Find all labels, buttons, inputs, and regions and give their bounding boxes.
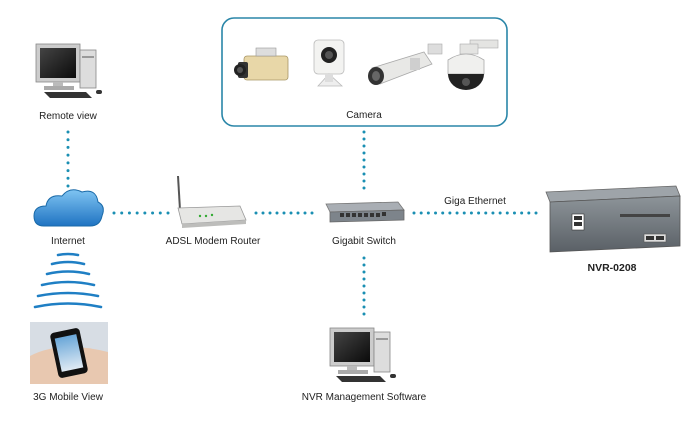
connector-dot [289, 211, 293, 215]
connector-dot [441, 211, 445, 215]
connector-dot [66, 153, 70, 157]
nvr-label: NVR-0208 [587, 262, 637, 274]
connector-dot [412, 211, 416, 215]
connector-dot [166, 211, 170, 215]
bullet-camera-icon [368, 43, 443, 85]
connector-dot [362, 158, 366, 162]
connector-dot [275, 211, 279, 215]
connector-dot [362, 151, 366, 155]
connector-dot [268, 211, 272, 215]
cube-camera-icon [313, 39, 345, 87]
wireless-signal-icon [33, 252, 103, 309]
connector-dot [362, 186, 366, 190]
connector-dot [282, 211, 286, 215]
adsl-router-label: ADSL Modem Router [165, 236, 261, 247]
link-switch-nvr [412, 211, 538, 215]
giga-ethernet-label: Giga Ethernet [444, 196, 506, 207]
mobile-view-label: 3G Mobile View [33, 392, 103, 403]
internet-label: Internet [51, 236, 85, 247]
nvr-software-label: NVR Management Software [301, 392, 427, 403]
connector-dot [66, 130, 70, 134]
connector-dot [143, 211, 147, 215]
connector-dot [303, 211, 307, 215]
connector-dot [362, 305, 366, 309]
link-internet-router [112, 211, 170, 215]
internet-cloud-icon [33, 189, 104, 227]
connector-dot [362, 263, 366, 267]
remote-view-computer-icon [35, 43, 102, 98]
connector-dot [254, 211, 258, 215]
camera-group-label: Camera [346, 110, 382, 121]
connector-dot [484, 211, 488, 215]
connector-dot [362, 137, 366, 141]
connector-dot [362, 284, 366, 288]
connector-dot [66, 169, 70, 173]
connector-dot [66, 176, 70, 180]
connector-dot [520, 211, 524, 215]
connector-dot [362, 298, 366, 302]
remote-view-label: Remote view [39, 111, 97, 122]
connector-dot [462, 211, 466, 215]
connector-dot [498, 211, 502, 215]
connector-dot [261, 211, 265, 215]
connector-dot [362, 179, 366, 183]
connector-dot [362, 270, 366, 274]
connector-dot [362, 291, 366, 295]
gigabit-switch-icon [325, 201, 405, 223]
connector-dot [158, 211, 162, 215]
connector-dot [477, 211, 481, 215]
connector-dot [527, 211, 531, 215]
mobile-phone-icon [30, 322, 108, 384]
connector-dot [426, 211, 430, 215]
connector-dot [362, 256, 366, 260]
connector-dot [362, 277, 366, 281]
connector-dot [362, 130, 366, 134]
connector-dot [362, 172, 366, 176]
connector-dot [66, 138, 70, 142]
connector-dot [419, 211, 423, 215]
connector-dot [434, 211, 438, 215]
nvr-device-icon [545, 185, 681, 253]
connector-dot [455, 211, 459, 215]
link-camera-switch [362, 130, 366, 190]
connector-dot [505, 211, 509, 215]
connector-dot [534, 211, 538, 215]
connector-dot [112, 211, 116, 215]
connector-dot [362, 165, 366, 169]
gigabit-switch-label: Gigabit Switch [332, 236, 396, 247]
link-switch-software [362, 256, 366, 316]
connector-dot [310, 211, 314, 215]
connector-dot [362, 312, 366, 316]
connector-dot [120, 211, 124, 215]
connector-dot [512, 211, 516, 215]
connector-dot [448, 211, 452, 215]
connector-dot [66, 161, 70, 165]
adsl-router-icon [177, 175, 247, 228]
dome-camera-icon [447, 39, 499, 90]
connector-dot [151, 211, 155, 215]
box-camera-icon [234, 47, 289, 81]
link-router-switch [254, 211, 314, 215]
connector-dot [66, 184, 70, 188]
connector-dot [127, 211, 131, 215]
connector-dot [469, 211, 473, 215]
connector-dot [362, 144, 366, 148]
management-computer-icon [329, 327, 396, 382]
connector-dot [296, 211, 300, 215]
link-remote-internet [66, 130, 70, 188]
connector-dot [66, 145, 70, 149]
connector-dot [135, 211, 139, 215]
connector-dot [491, 211, 495, 215]
